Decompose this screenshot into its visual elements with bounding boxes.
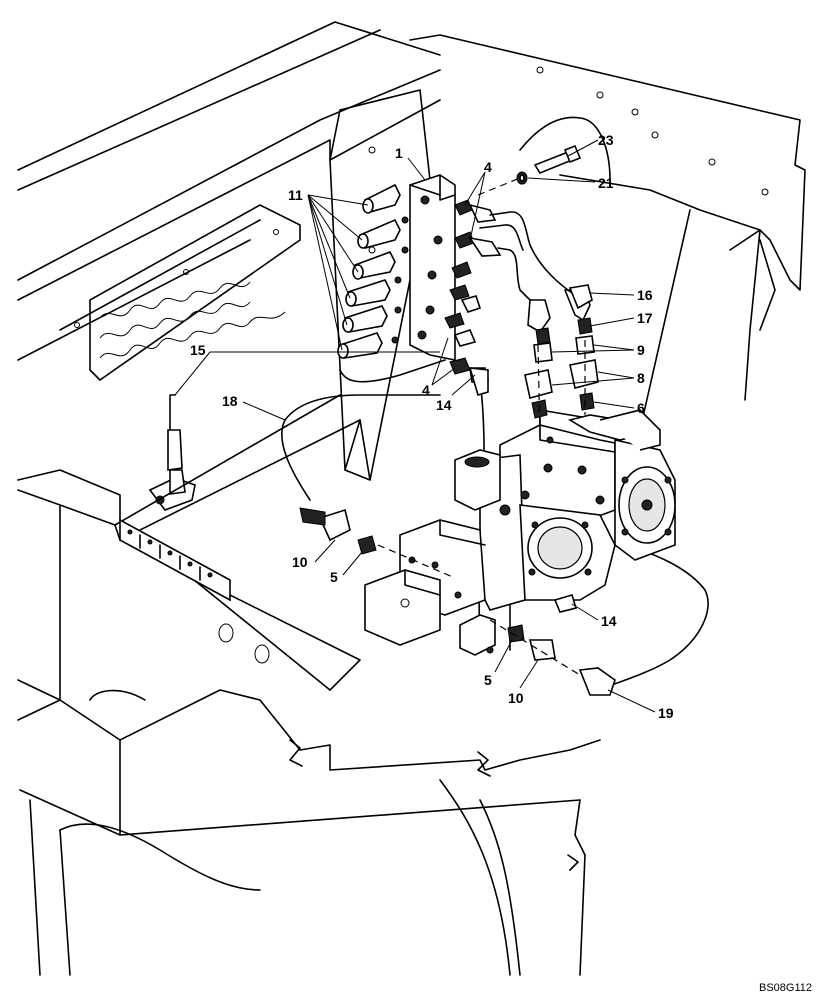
callout-19: 19 [658,705,674,721]
callout-16: 16 [637,287,653,303]
callout-18: 18 [222,393,238,409]
upper-right-panel [409,34,806,431]
fittings-group [444,199,502,383]
callout-11: 11 [288,187,303,203]
figure-reference-code: BS08G112 [758,982,812,994]
caps-group [337,183,401,359]
callout-9: 9 [637,342,645,358]
callout-4-upper: 4 [484,159,492,175]
callout-15: 15 [190,342,206,358]
callout-17: 17 [637,310,653,326]
callout-1: 1 [395,145,403,161]
callout-14-upper: 14 [436,397,452,413]
callout-4-lower: 4 [422,382,430,398]
callout-23: 23 [598,132,614,148]
lower-frame [17,394,601,976]
callout-10-upper: 10 [292,554,308,570]
manifold-block [391,174,456,361]
callout-14-lower: 14 [601,613,617,629]
loose-fittings [299,144,616,696]
callout-6: 6 [637,400,645,416]
callout-21: 21 [598,175,614,191]
callout-10-lower: 10 [508,690,524,706]
callout-labels: 1 23 4 21 11 16 17 15 9 8 4 14 18 6 10 5… [190,132,674,721]
alignment-lines [377,177,586,676]
callout-8: 8 [637,370,645,386]
callout-5-upper: 5 [330,569,338,585]
left-tee-fitting [148,429,196,511]
hydraulic-pump [364,409,676,656]
callout-5-lower: 5 [484,672,492,688]
leader-lines [174,139,656,713]
